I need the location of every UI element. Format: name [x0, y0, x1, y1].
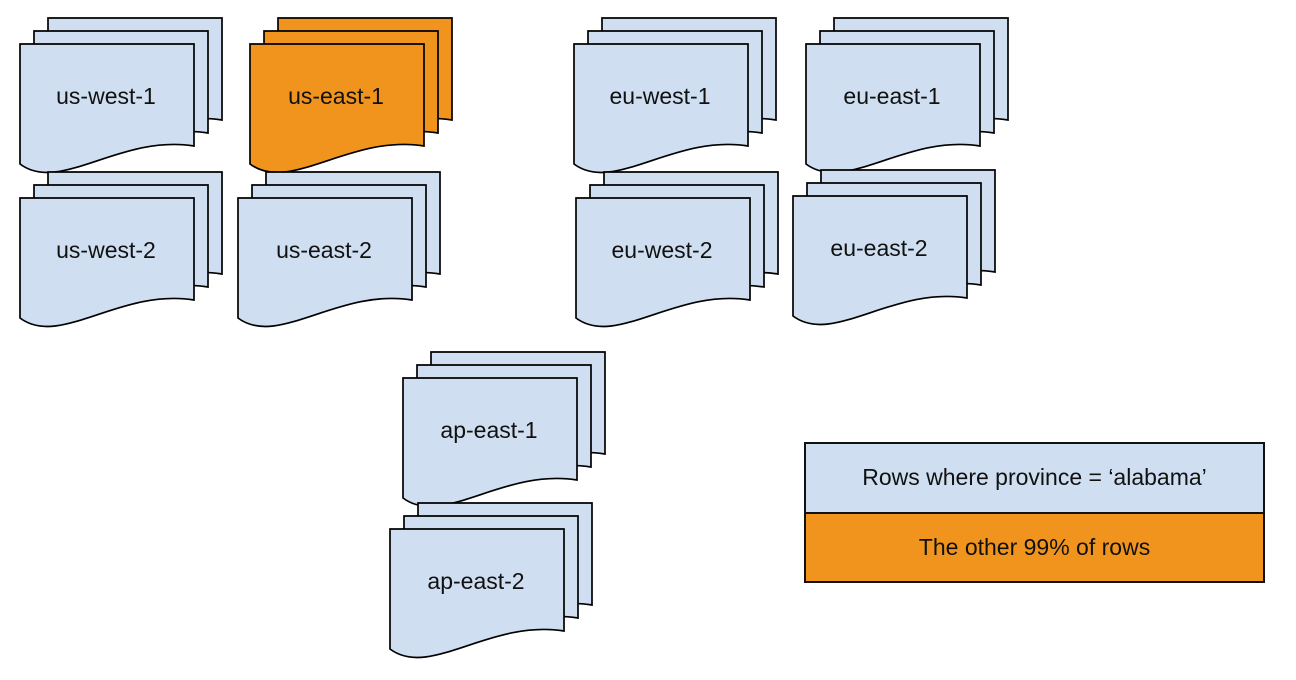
region-stack-eu-west-1: eu-west-1: [573, 17, 777, 174]
region-stack-us-west-1: us-west-1: [19, 17, 223, 174]
document-stack-icon: [19, 17, 223, 174]
document-stack-icon: [249, 17, 453, 174]
region-stack-eu-east-1: eu-east-1: [805, 17, 1009, 174]
legend-item-other-rows: The other 99% of rows: [806, 511, 1263, 581]
legend: Rows where province = ‘alabama’ The othe…: [804, 442, 1265, 583]
region-stack-us-east-1: us-east-1: [249, 17, 453, 174]
document-stack-icon: [575, 171, 779, 328]
document-stack-icon: [402, 351, 606, 508]
document-stack-icon: [805, 17, 1009, 174]
document-stack-icon: [389, 502, 593, 659]
document-stack-icon: [573, 17, 777, 174]
document-stack-icon: [792, 169, 996, 326]
region-stack-us-west-2: us-west-2: [19, 171, 223, 328]
document-stack-icon: [237, 171, 441, 328]
region-stack-us-east-2: us-east-2: [237, 171, 441, 328]
region-stack-eu-west-2: eu-west-2: [575, 171, 779, 328]
region-stack-eu-east-2: eu-east-2: [792, 169, 996, 326]
region-stack-ap-east-1: ap-east-1: [402, 351, 606, 508]
document-stack-icon: [19, 171, 223, 328]
legend-item-alabama-rows: Rows where province = ‘alabama’: [806, 444, 1263, 512]
region-stack-ap-east-2: ap-east-2: [389, 502, 593, 659]
